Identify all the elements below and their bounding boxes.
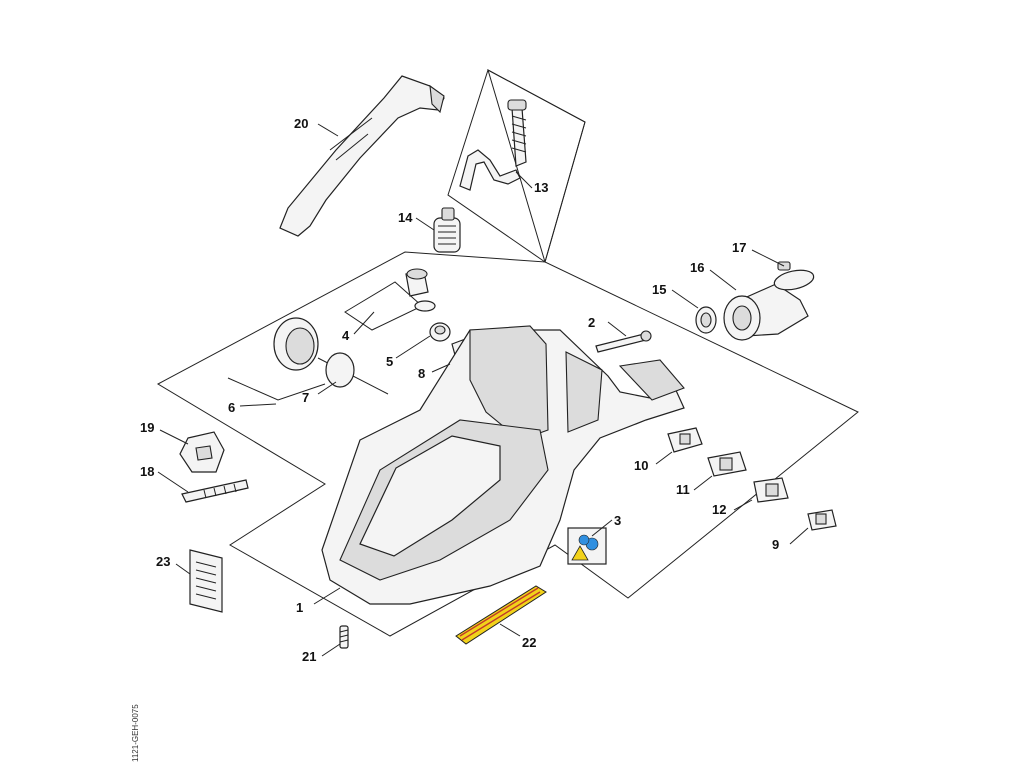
label-5: 5 (386, 354, 393, 369)
part-17-hose-clamp[interactable] (773, 261, 816, 293)
part-14-oil-filter[interactable] (433, 207, 461, 253)
label-8: 8 (418, 366, 425, 381)
label-9: 9 (772, 537, 779, 552)
label-3: 3 (614, 513, 621, 528)
label-21: 21 (302, 649, 316, 664)
part-19-gasket[interactable] (179, 431, 225, 473)
part-10-buffer[interactable] (667, 427, 703, 453)
label-16: 16 (690, 260, 704, 275)
leader-lines (157, 123, 809, 657)
part-15-ring[interactable] (695, 306, 717, 334)
label-20: 20 (294, 116, 308, 131)
label-2: 2 (588, 315, 595, 330)
part-16-intake-manifold[interactable] (723, 283, 809, 341)
frame-6-7-bracket (227, 377, 326, 401)
drawing-code: 1121-GEH-0075 (131, 704, 140, 762)
part-13-suction-hose[interactable] (459, 99, 527, 191)
label-13: 13 (534, 180, 548, 195)
label-17: 17 (732, 240, 746, 255)
part-21-screw[interactable] (339, 625, 349, 649)
part-20-handle-cover[interactable] (279, 75, 445, 237)
part-6-fuel-cap[interactable] (273, 317, 389, 395)
part-22-decal-strip[interactable] (455, 585, 547, 645)
label-6: 6 (228, 400, 235, 415)
label-15: 15 (652, 282, 666, 297)
label-22: 22 (522, 635, 536, 650)
part-11-buffer[interactable] (707, 451, 747, 477)
assembly-frame-tank (447, 69, 586, 263)
label-11: 11 (676, 482, 690, 497)
part-18-screw[interactable] (181, 479, 249, 503)
label-7: 7 (302, 390, 309, 405)
part-1-housing[interactable] (321, 325, 685, 605)
part-4-oil-cap[interactable] (405, 268, 436, 312)
part-3-warning-label[interactable] (567, 527, 607, 565)
label-10: 10 (634, 458, 648, 473)
part-7-gasket[interactable] (325, 352, 355, 388)
part-9-buffer[interactable] (807, 509, 837, 531)
label-19: 19 (140, 420, 154, 435)
label-18: 18 (140, 464, 154, 479)
part-23-instruction-sheet[interactable] (189, 549, 223, 613)
label-4: 4 (342, 328, 350, 343)
part-12-buffer[interactable] (753, 477, 789, 503)
label-23: 23 (156, 554, 170, 569)
callout-labels: 1 2 3 4 5 6 7 8 9 10 11 12 13 14 15 16 1… (140, 116, 779, 664)
label-12: 12 (712, 502, 726, 517)
part-5-bushing[interactable] (429, 322, 451, 342)
part-2-screw[interactable] (595, 330, 652, 353)
label-14: 14 (398, 210, 413, 225)
label-1: 1 (296, 600, 303, 615)
